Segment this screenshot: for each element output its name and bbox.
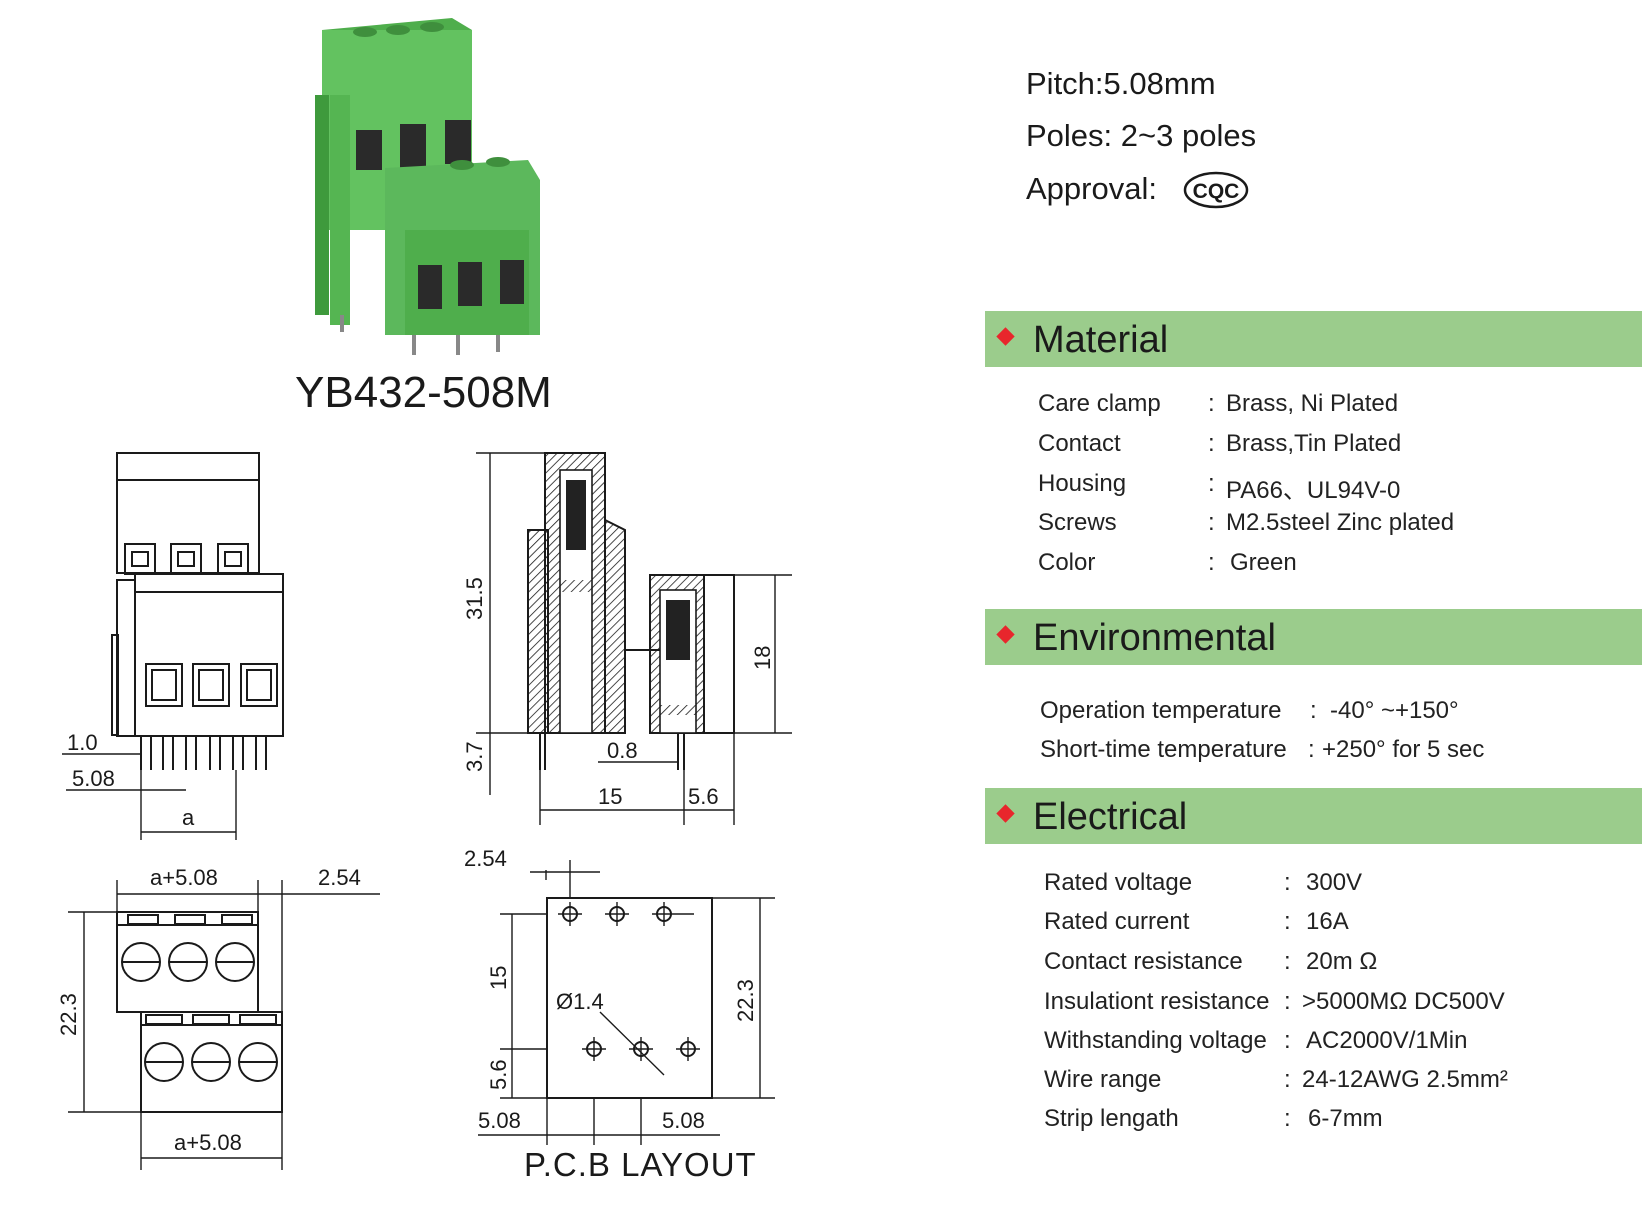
product-model: YB432-508M [295,368,552,417]
pcb-layout: 2.54 15 5.6 22.3 Ø1.4 5.08 5.08 [464,846,775,1145]
front-view: 1.0 5.08 a [62,452,284,840]
section-header-electrical: Electrical [985,788,1642,844]
dim-front-3: a [182,805,195,830]
dim-pcb-7: 5.08 [662,1108,705,1133]
dim-pcb-4: 22.3 [733,979,758,1022]
dim-top-h1: 22.3 [56,993,81,1036]
dim-side-w1: 0.8 [607,738,638,763]
spec-poles: Poles: 2~3 poles [1026,118,1257,153]
pcb-layout-label: P.C.B LAYOUT [524,1146,757,1183]
section-title: Environmental [1033,617,1276,659]
dim-side-w3: 5.6 [688,784,719,809]
bullet-icon [996,327,1015,346]
dim-side-h1: 31.5 [462,577,487,620]
section-header-environmental: Environmental [985,609,1642,665]
dim-pcb-3: 5.6 [486,1059,511,1090]
side-view: 31.5 3.7 18 0.8 15 5.6 [462,452,792,825]
dim-front-1: 1.0 [67,730,98,755]
dim-side-h3: 18 [750,646,775,670]
top-view: a+5.08 2.54 22.3 a+5.08 [56,865,380,1170]
dim-top-w2: 2.54 [318,865,361,890]
cqc-mark-icon: CQC [1183,171,1249,209]
bullet-icon [996,804,1015,823]
bullet-icon [996,625,1015,644]
dim-side-h2: 3.7 [462,741,487,772]
dim-top-w1: a+5.08 [150,865,218,890]
section-title: Material [1033,319,1169,361]
dim-side-w2: 15 [598,784,622,809]
spec-approval-label: Approval: [1026,171,1157,206]
dim-pcb-1: 2.54 [464,846,507,871]
dim-top-w3: a+5.08 [174,1130,242,1155]
dim-pcb-2: 15 [486,966,511,990]
dim-pcb-6: 5.08 [478,1108,521,1133]
dim-pcb-5: Ø1.4 [556,989,604,1014]
spec-pitch: Pitch:5.08mm [1026,66,1216,101]
cqc-mark-text: CQC [1193,180,1240,203]
dim-front-2: 5.08 [72,766,115,791]
section-title: Electrical [1033,796,1188,838]
product-photo [315,18,540,355]
section-header-material: Material [985,311,1642,367]
